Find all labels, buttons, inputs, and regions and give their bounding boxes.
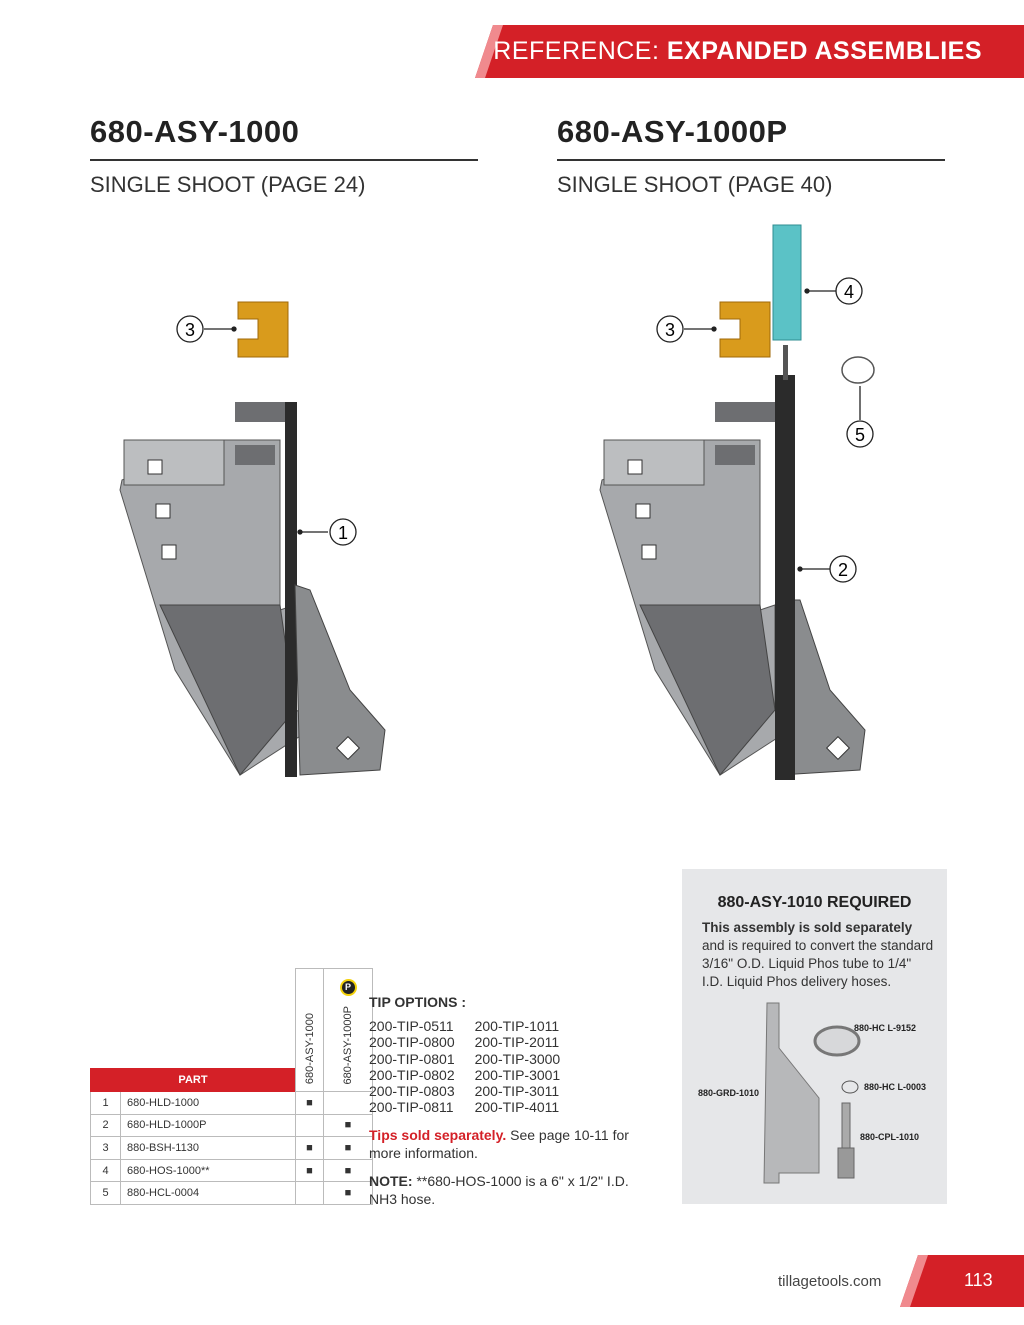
required-title: 880-ASY-1010 REQUIRED: [717, 894, 912, 911]
tip-options-heading: TIP OPTIONS :: [369, 994, 466, 1010]
page-number: 113: [964, 1270, 993, 1290]
liquid-tube-drawing: [775, 375, 795, 780]
kit-parts-illustration: [763, 1002, 861, 1184]
column-header-680-asy-1000p: 680-ASY-1000P: [342, 1005, 354, 1085]
left-assembly-subtitle: SINGLE SHOOT (PAGE 24): [90, 172, 366, 197]
callout-4: 4: [844, 282, 854, 302]
callout-5: 5: [855, 425, 865, 445]
guard-label: 880-GRD-1010: [698, 1088, 760, 1098]
required-assembly-box: 880-ASY-1010 REQUIRED This assembly is s…: [682, 869, 947, 1204]
oring-label: 880-HC L-0003: [864, 1082, 927, 1092]
callout-3: 3: [665, 320, 675, 340]
callout-1: 1: [338, 523, 348, 543]
page-number-tab: [900, 1255, 1024, 1307]
header-title: REFERENCE: EXPANDED ASSEMBLIES: [493, 37, 982, 65]
left-assembly-title: 680-ASY-1000: [90, 114, 300, 149]
left-assembly-illustration: 3 1: [119, 301, 386, 777]
right-assembly-illustration: 3 4 5 2: [599, 224, 875, 780]
callout-3: 3: [185, 320, 195, 340]
guard-drawing: [763, 1002, 820, 1184]
right-divider: [557, 159, 945, 161]
hose-clamp-drawing: [841, 356, 875, 384]
website-link[interactable]: tillagetools.com: [778, 1273, 882, 1290]
bushing-drawing: [719, 301, 771, 358]
shank-holder-drawing: [119, 402, 386, 777]
clamp-drawing: [813, 1025, 861, 1057]
coupler-label: 880-CPL-1010: [860, 1132, 920, 1142]
hose-note: NOTE: **680-HOS-1000 is a 6" x 1/2" I.D.…: [369, 1172, 629, 1207]
tips-sold-note: Tips sold separately. See page 10-11 for…: [369, 1126, 629, 1161]
left-divider: [90, 159, 478, 161]
right-assembly-title: 680-ASY-1000P: [557, 114, 788, 149]
callout-2: 2: [838, 560, 848, 580]
shank-holder-p-drawing: [599, 402, 866, 776]
header-banner: [475, 25, 1024, 78]
column-header-680-asy-1000: 680-ASY-1000: [303, 1012, 316, 1084]
part-header: PART: [90, 1068, 296, 1092]
oring-drawing: [841, 1080, 859, 1094]
right-assembly-subtitle: SINGLE SHOOT (PAGE 40): [557, 172, 833, 197]
required-description: This assembly is sold separately and is …: [702, 920, 934, 989]
phos-badge-icon: P: [341, 980, 355, 994]
hose-drawing: [772, 224, 802, 341]
coupler-drawing: [841, 1102, 851, 1149]
clamp-label: 880-HC L-9152: [854, 1023, 917, 1033]
bushing-drawing: [237, 301, 289, 358]
